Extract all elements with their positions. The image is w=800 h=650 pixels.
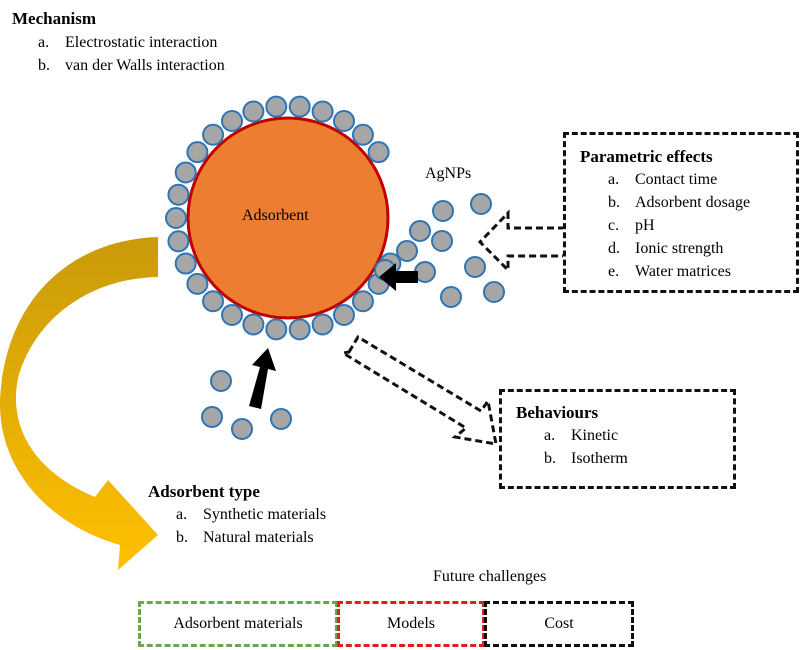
free-agnp: [396, 240, 418, 262]
coating-agnp: [202, 123, 225, 146]
coating-agnp: [367, 141, 390, 164]
parametric-effects-title: Parametric effects: [580, 147, 713, 166]
parametric-item: c.pH: [608, 217, 655, 234]
coating-agnp: [167, 230, 190, 253]
free-agnp: [440, 286, 462, 308]
free-agnp: [464, 256, 486, 278]
agnps-label: AgNPs: [425, 165, 472, 182]
curved-arrow: [0, 237, 158, 570]
coating-agnp: [167, 183, 190, 206]
coating-agnp: [221, 110, 243, 133]
future-challenges-title: Future challenges: [433, 568, 547, 585]
coating-agnp: [288, 95, 311, 118]
free-agnps: [201, 193, 505, 440]
parametric-item: e.Water matrices: [608, 263, 731, 280]
future-box-models: Models: [337, 601, 485, 647]
behaviours-arrow: [338, 334, 498, 446]
coating-agnp: [174, 161, 197, 184]
agnp-coating: [165, 95, 402, 341]
coating-agnp: [186, 272, 209, 295]
mechanism-block: Mechanism a.Electrostatic interaction b.…: [12, 9, 225, 77]
arrow-right-to-left: [379, 263, 418, 291]
coating-agnp: [311, 313, 334, 336]
coating-agnp: [265, 318, 288, 341]
free-agnp: [210, 370, 232, 392]
parametric-effects-box: Parametric effects a.Contact time b.Adso…: [563, 132, 799, 293]
adsorbent-label: Adsorbent: [242, 207, 309, 224]
free-agnp: [270, 408, 292, 430]
mechanism-title: Mechanism: [12, 9, 97, 28]
parametric-item: d.Ionic strength: [608, 240, 724, 257]
coating-agnp: [202, 290, 225, 313]
coating-agnp: [242, 313, 265, 336]
coating-agnp: [288, 318, 311, 341]
coating-agnp: [221, 303, 243, 326]
free-agnp: [470, 193, 492, 215]
arrow-bottom-to-up: [249, 348, 276, 409]
free-agnp: [432, 200, 454, 222]
coating-agnp: [265, 95, 288, 118]
free-agnp: [483, 281, 505, 303]
future-box-cost: Cost: [484, 601, 634, 647]
parametric-item: b.Adsorbent dosage: [608, 194, 751, 211]
coating-agnp: [186, 141, 209, 164]
coating-agnp: [333, 110, 355, 133]
coating-agnp: [333, 303, 355, 326]
behaviours-item: b.Isotherm: [544, 450, 628, 467]
future-box-adsorbent-materials: Adsorbent materials: [138, 601, 338, 647]
adsorbent-type-title: Adsorbent type: [148, 482, 260, 501]
free-agnp: [409, 220, 431, 242]
free-agnp: [431, 230, 453, 252]
behaviours-item: a.Kinetic: [544, 427, 619, 444]
parametric-arrow: [477, 209, 565, 274]
adsorbent-type-item: a.Synthetic materials: [176, 506, 327, 523]
adsorbent-type-block: Adsorbent type a.Synthetic materials b.N…: [148, 482, 326, 549]
mechanism-item: b.van der Walls interaction: [38, 57, 225, 74]
parametric-item: a.Contact time: [608, 171, 718, 188]
behaviours-title: Behaviours: [516, 403, 599, 422]
free-agnp: [201, 406, 223, 428]
coating-agnp: [311, 100, 334, 123]
coating-agnp: [165, 207, 187, 229]
free-agnp: [231, 418, 253, 440]
behaviours-box: Behaviours a.Kinetic b.Isotherm: [499, 389, 736, 489]
adsorbent-type-item: b.Natural materials: [176, 529, 314, 546]
coating-agnp: [351, 290, 374, 313]
adsorbent-particle: [186, 116, 390, 320]
coating-agnp: [242, 100, 265, 123]
coating-agnp: [351, 123, 374, 146]
mechanism-item: a.Electrostatic interaction: [38, 34, 218, 51]
coating-agnp: [174, 252, 197, 275]
